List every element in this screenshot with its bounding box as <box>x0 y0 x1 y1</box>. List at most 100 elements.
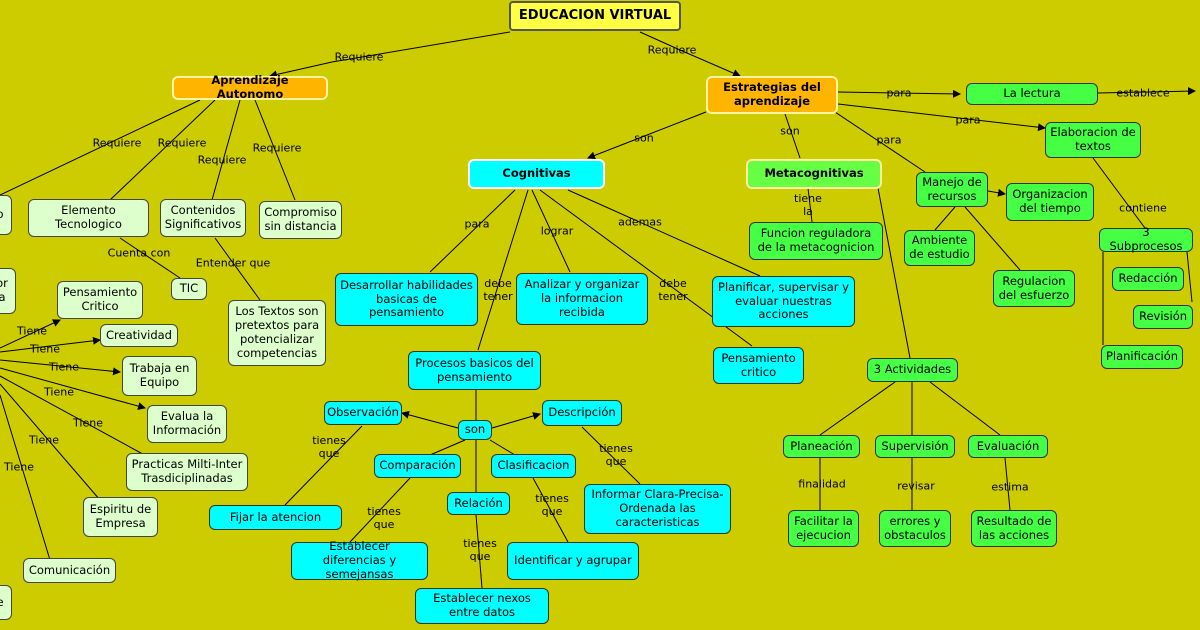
son-connector-node[interactable]: son <box>458 420 492 440</box>
relacion-node[interactable]: Relación <box>447 492 510 515</box>
node-label: o <box>0 207 4 222</box>
link-label: lograr <box>540 224 574 238</box>
identificar-agrupar-node[interactable]: Identificar y agrupar <box>507 542 639 580</box>
metacognitivas-node[interactable]: Metacognitivas <box>746 159 882 189</box>
trabaja-equipo-node[interactable]: Trabaja en Equipo <box>122 356 197 396</box>
node-label: Establecer nexos entre datos <box>433 591 531 619</box>
tic-node[interactable]: TIC <box>171 278 207 300</box>
establecer-nexos-node[interactable]: Establecer nexos entre datos <box>415 588 549 624</box>
la-lectura-node[interactable]: La lectura <box>966 83 1098 105</box>
link-label: Requiere <box>647 43 697 57</box>
ambiente-estudio-node[interactable]: Ambiente de estudio <box>904 230 975 266</box>
cognitivas-node[interactable]: Cognitivas <box>468 159 605 189</box>
estrategias-node[interactable]: Estrategias del aprendizaje <box>706 76 838 114</box>
node-label: Planificación <box>1105 349 1179 364</box>
funcion-reguladora-node[interactable]: Funcion reguladora de la metacognicion <box>749 222 883 260</box>
node-label: son <box>464 422 486 437</box>
node-label: Facilitar la ejecucion <box>794 513 853 542</box>
contenidos-significativos-node[interactable]: Contenidos Significativos <box>160 199 246 237</box>
resultado-acciones-node[interactable]: Resultado de las acciones <box>971 510 1057 547</box>
node-label: Evaluación <box>976 438 1040 453</box>
link-label: contiene <box>1119 201 1167 215</box>
elemento-tecnologico-node[interactable]: Elemento Tecnologico <box>28 199 149 237</box>
pensamiento-critico-right-node[interactable]: Pensamiento critico <box>713 347 804 384</box>
aprendizaje-autonomo-node[interactable]: Aprendizaje Autonomo <box>172 73 328 101</box>
node-label: Elemento Tecnologico <box>55 203 122 231</box>
node-label: Los Textos son pretextos para potenciali… <box>234 304 320 360</box>
educacion-virtual-node[interactable]: EDUCACION VIRTUAL <box>509 1 681 31</box>
link-label: establece <box>1116 86 1170 100</box>
planificacion-node[interactable]: Planificación <box>1101 345 1183 369</box>
node-label: Evalua la Información <box>152 409 222 437</box>
informar-node[interactable]: Informar Clara-Precisa-Ordenada las cara… <box>584 484 731 534</box>
node-label: Elaboracion de textos <box>1050 125 1136 153</box>
node-label: Metacognitivas <box>764 166 864 181</box>
node-label: Comunicación <box>28 562 111 577</box>
tres-actividades-node[interactable]: 3 Actividades <box>867 358 958 382</box>
node-label: La lectura <box>1003 86 1061 101</box>
manejo-recursos-node[interactable]: Manejo de recursos <box>916 172 988 207</box>
link-label: Cuenta con <box>107 246 171 260</box>
evaluacion-node[interactable]: Evaluación <box>968 435 1048 458</box>
compromiso-node[interactable]: Compromiso sin distancia <box>259 201 342 239</box>
link-label: Tiene <box>29 433 59 447</box>
espiritu-empresa-node[interactable]: Espiritu de Empresa <box>83 497 158 537</box>
node-label: Organizacion del tiempo <box>1012 187 1088 215</box>
cut-node-bottom-left[interactable]: e <box>0 585 12 620</box>
link-label: para <box>886 86 912 100</box>
clasificacion-node[interactable]: Clasificacion <box>491 454 576 478</box>
practicas-node[interactable]: Practicas Milti-Inter Trasdiciplinadas <box>126 453 248 491</box>
node-label: 3 Actividades <box>873 362 952 377</box>
descripcion-node[interactable]: Descripción <box>542 400 622 426</box>
facilitar-ejecucion-node[interactable]: Facilitar la ejecucion <box>788 510 859 547</box>
link-label: Tiene <box>30 342 60 356</box>
supervision-node[interactable]: Supervisión <box>875 435 955 458</box>
los-textos-node[interactable]: Los Textos son pretextos para potenciali… <box>228 300 326 366</box>
establecer-diferencias-node[interactable]: Establecer diferencias y semejansas <box>291 539 428 581</box>
node-label: Resultado de las acciones <box>976 513 1052 542</box>
link-label: Requiere <box>334 50 384 64</box>
pensamiento-critico-left-node[interactable]: Pensamiento Critico <box>57 281 143 319</box>
node-label: Supervisión <box>881 438 949 453</box>
evalua-informacion-node[interactable]: Evalua la Información <box>147 405 227 443</box>
node-label: Analizar y organizar la informacion reci… <box>524 277 640 319</box>
link-label: tienes que <box>599 441 633 468</box>
regulacion-esfuerzo-node[interactable]: Regulacion del esfuerzo <box>993 270 1075 307</box>
desarrollar-habilidades-node[interactable]: Desarrollar habilidades basicas de pensa… <box>335 273 478 326</box>
comparacion-node[interactable]: Comparación <box>374 454 461 478</box>
node-label: Aprendizaje Autonomo <box>211 73 289 101</box>
node-label: Creatividad <box>106 327 172 342</box>
node-label: Procesos basicos del pensamiento <box>415 355 534 384</box>
fijar-atencion-node[interactable]: Fijar la atencion <box>209 505 342 530</box>
link-label: tienes que <box>463 536 497 563</box>
creatividad-node[interactable]: Creatividad <box>100 324 178 347</box>
errores-obstaculos-node[interactable]: errores y obstaculos <box>879 510 951 547</box>
cut-node-mid-left[interactable]: or a <box>0 268 16 314</box>
node-label: e <box>0 595 4 610</box>
node-label: TIC <box>179 281 199 296</box>
organizacion-tiempo-node[interactable]: Organizacion del tiempo <box>1006 183 1094 221</box>
link-label: Tiene <box>44 385 74 399</box>
node-label: Comparación <box>379 458 456 473</box>
node-label: Fijar la atencion <box>229 509 322 524</box>
link-label: Tiene <box>4 460 34 474</box>
redaccion-node[interactable]: Redacción <box>1112 267 1184 291</box>
planificar-supervisar-node[interactable]: Planificar, supervisar y evaluar nuestra… <box>712 276 855 327</box>
link-label: Requiere <box>252 141 302 155</box>
elaboracion-textos-node[interactable]: Elaboracion de textos <box>1045 122 1141 158</box>
comunicacion-node[interactable]: Comunicación <box>23 558 116 583</box>
revision-node[interactable]: Revisión <box>1133 305 1193 329</box>
procesos-basicos-node[interactable]: Procesos basicos del pensamiento <box>408 351 541 390</box>
planeacion-node[interactable]: Planeación <box>783 435 860 458</box>
link-label: Requiere <box>157 136 207 150</box>
link-label: para <box>955 113 981 127</box>
node-label: Estrategias del aprendizaje <box>723 80 821 108</box>
cut-node-top-left[interactable]: o <box>0 195 12 235</box>
node-label: Descripción <box>548 405 616 420</box>
node-label: Contenidos Significativos <box>164 203 242 231</box>
link-label: Requiere <box>92 136 142 150</box>
node-label: Cognitivas <box>502 166 571 181</box>
observacion-node[interactable]: Observación <box>324 401 402 425</box>
analizar-organizar-node[interactable]: Analizar y organizar la informacion reci… <box>516 273 648 325</box>
tres-subprocesos-node[interactable]: 3 Subprocesos <box>1099 225 1193 253</box>
